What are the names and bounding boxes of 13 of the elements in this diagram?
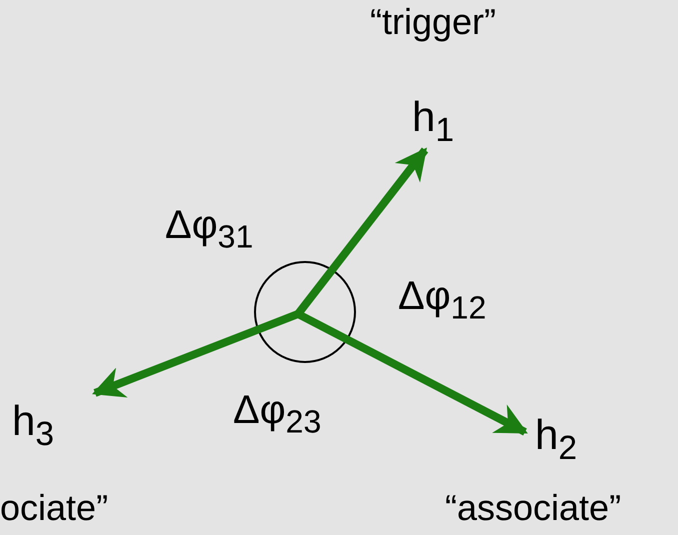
role-label: “associate” xyxy=(445,490,622,526)
phase-difference-label: Δφ$_{12}$ xyxy=(398,276,486,324)
phase-difference-label: Δφ$_{23}$ xyxy=(233,390,322,438)
vector-arrow xyxy=(294,147,428,316)
vector-label: h$_{1}$ xyxy=(412,96,454,148)
vector-label: h$_{2}$ xyxy=(535,414,578,466)
vector-arrow xyxy=(296,310,528,436)
phase-difference-label: Δφ$_{31}$ xyxy=(165,205,254,253)
vector-arrow xyxy=(92,310,300,398)
vector-label: h$_{3}$ xyxy=(12,400,54,452)
role-label: ociate” xyxy=(0,490,108,526)
role-label: “trigger” xyxy=(370,4,496,40)
angle-circle xyxy=(254,261,356,363)
